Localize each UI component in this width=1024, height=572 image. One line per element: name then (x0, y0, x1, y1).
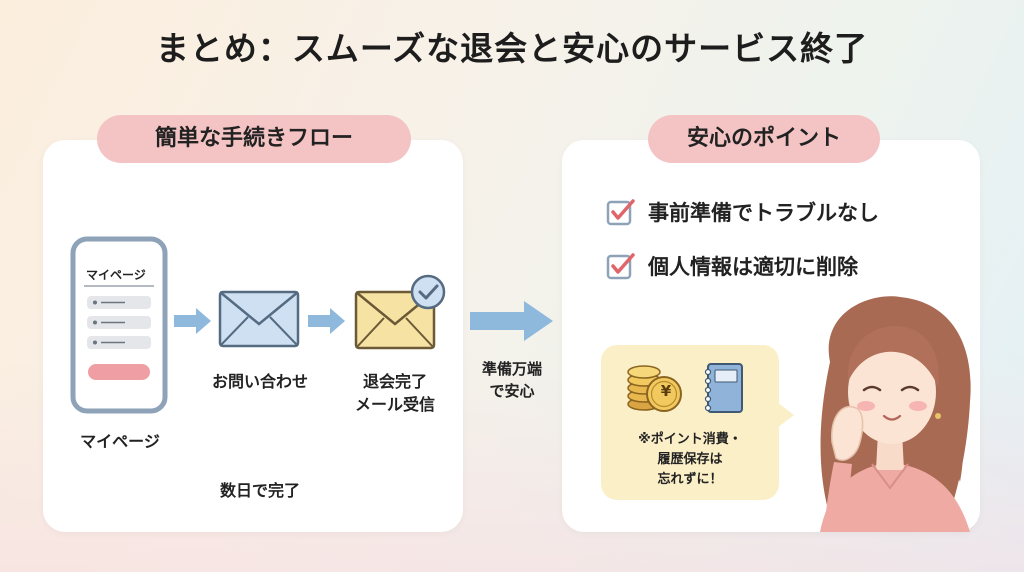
woman-illustration (820, 296, 971, 532)
envelope-icon (218, 290, 300, 348)
yen-symbol: ¥ (660, 382, 672, 400)
arrow-caption-2: で安心 (489, 382, 535, 400)
step-contact-label: お問い合わせ (211, 372, 308, 391)
note-line-1: ※ポイント消費・ (638, 432, 742, 447)
notebook-icon (704, 363, 743, 413)
flow-section-header: 簡単な手続きフロー (97, 115, 411, 163)
checkbox-checked-icon (606, 199, 635, 226)
phone-label: マイページ (80, 432, 160, 451)
envelope-check-icon (354, 274, 446, 350)
checkbox-checked-icon (606, 253, 635, 280)
duration-label: 数日で完了 (219, 481, 300, 500)
coins-icon (627, 365, 682, 412)
note-line-2: 履歴保存は (657, 452, 723, 467)
step-complete-label-1: 退会完了 (362, 372, 427, 391)
step-complete-label-2: メール受信 (354, 395, 435, 414)
arrow-caption-1: 準備万端 (481, 360, 542, 378)
big-arrow-right-icon (470, 301, 553, 341)
point-item: 個人情報は適切に削除 (606, 251, 858, 281)
arrow-right-icon (174, 308, 211, 334)
point-item: 事前準備でトラブルなし (606, 197, 879, 227)
note-text: ※ポイント消費・ 履歴保存は 忘れずに！ (601, 430, 779, 490)
phone-screen-title: マイページ (86, 268, 146, 282)
points-section-header: 安心のポイント (648, 115, 880, 163)
page-title: まとめ：スムーズな退会と安心のサービス終了 (155, 29, 869, 68)
point-text: 事前準備でトラブルなし (648, 201, 879, 225)
arrow-right-icon (308, 308, 345, 334)
point-text: 個人情報は適切に削除 (648, 255, 858, 279)
speech-tail (777, 402, 794, 428)
smartphone-icon (70, 236, 168, 414)
note-line-3: 忘れずに！ (657, 472, 723, 487)
